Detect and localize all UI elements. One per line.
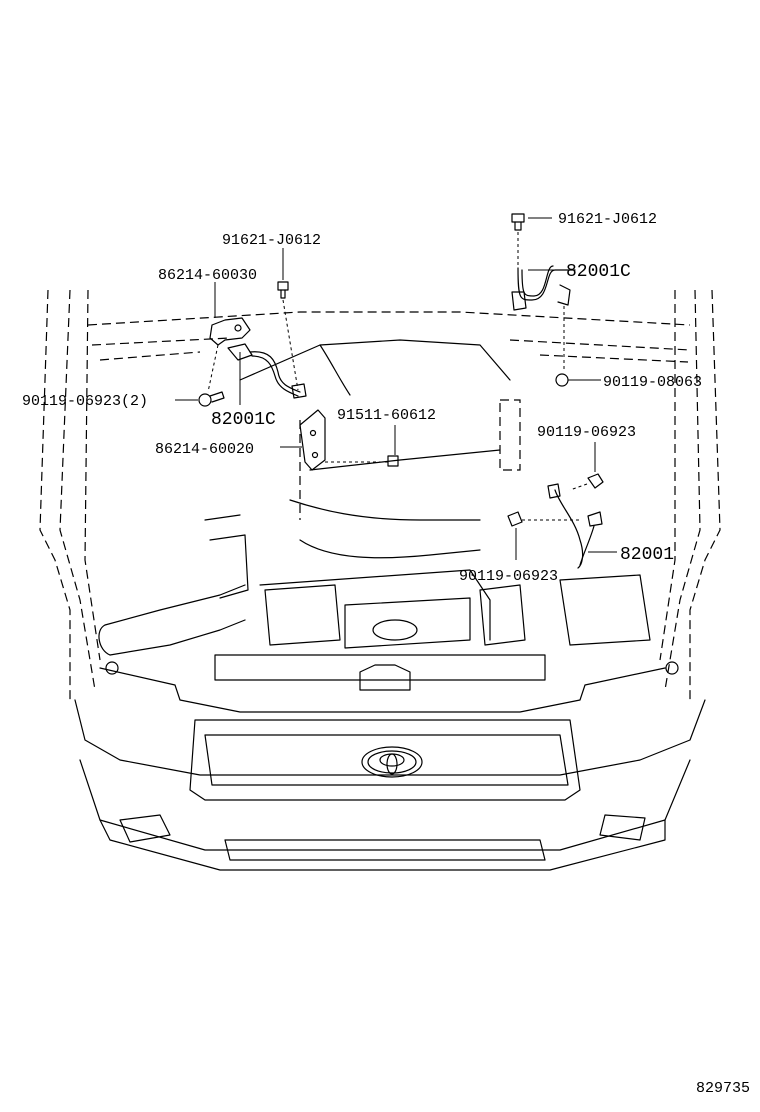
diagram-id: 829735 — [696, 1080, 750, 1097]
callout-bolt-90119-06923-2: 90119-06923(2) — [22, 393, 148, 410]
bolt-91621-right-icon — [511, 213, 525, 268]
leader-lines — [175, 217, 617, 560]
wire-82001-icon — [547, 483, 603, 569]
bracket-86214-60030-icon — [207, 317, 253, 393]
callout-bolt-90119-06923-upper: 90119-06923 — [537, 424, 636, 441]
callout-bolt-91511-60612: 91511-60612 — [337, 407, 436, 424]
callout-bolt-91621-right: 91621-J0612 — [558, 211, 657, 228]
wire-82001c-right-icon — [511, 265, 576, 370]
callout-bolt-91621-left: 91621-J0612 — [222, 232, 321, 249]
callout-wire-82001c-right: 82001C — [566, 262, 631, 282]
bolt-90119-06923-upper-icon — [569, 473, 604, 491]
bracket-86214-60020-icon — [299, 409, 388, 471]
callout-wire-82001: 82001 — [620, 545, 674, 565]
bolt-90119-08063-icon — [555, 373, 569, 387]
bolt-91621-left-icon — [277, 281, 299, 391]
bolt-91511-60612-icon — [387, 455, 399, 467]
bolt-90119-06923-2-icon — [198, 391, 225, 407]
callout-wire-82001c-left: 82001C — [211, 410, 276, 430]
vehicle-outline — [39, 289, 721, 871]
callout-bolt-90119-08063: 90119-08063 — [603, 374, 702, 391]
wire-82001c-left-icon — [249, 351, 307, 399]
callout-bracket-86214-60030: 86214-60030 — [158, 267, 257, 284]
callout-bracket-86214-60020: 86214-60020 — [155, 441, 254, 458]
callout-bolt-90119-06923-lower: 90119-06923 — [459, 568, 558, 585]
bolt-90119-06923-lower-icon — [507, 511, 580, 527]
toyota-emblem-icon — [361, 746, 423, 778]
